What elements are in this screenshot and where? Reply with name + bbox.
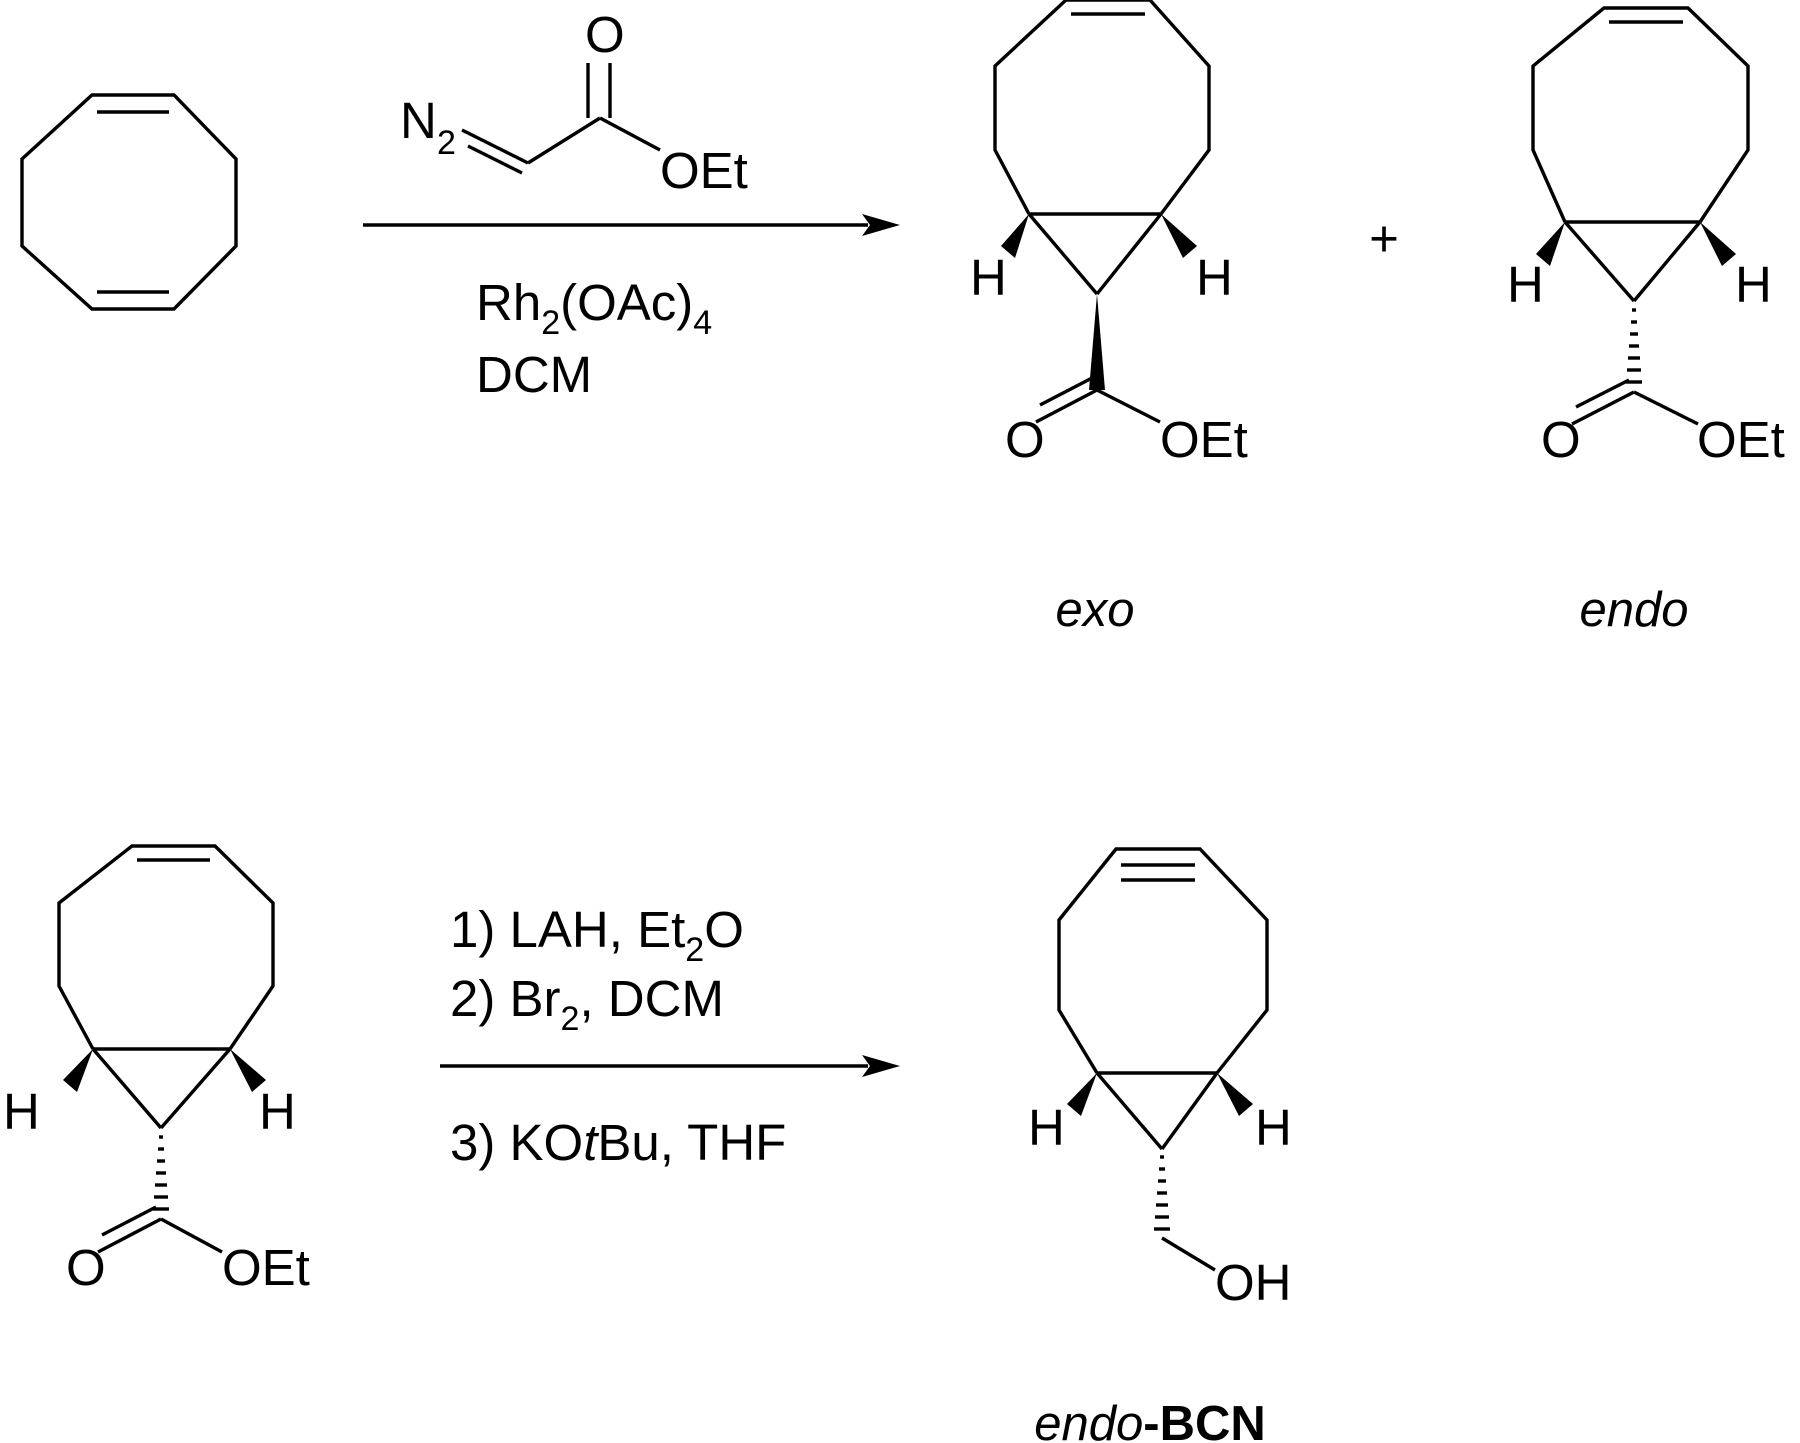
step-1-label: 1) LAH, Et2O [450, 901, 744, 969]
atom-O-carbonyl: O [585, 6, 625, 63]
subscript-N: 2 [437, 124, 456, 162]
exo-label: exo [1055, 583, 1134, 637]
ethyl-diazoacetate-reagent: N 2 O OEt [400, 6, 748, 199]
bcn-H-left: H [1028, 1099, 1065, 1156]
exo-OEt: OEt [1160, 411, 1248, 468]
exo-H-right: H [1196, 249, 1233, 306]
step-3-label: 3) KOtBu, THF [450, 1114, 786, 1171]
start-OEt: OEt [222, 1239, 310, 1296]
endo-hashed-bond [1626, 308, 1642, 384]
bcn-hashed-bond [1154, 1155, 1170, 1231]
endo-ester-molecule: H H O OEt [3, 844, 310, 1296]
bcn-OH: OH [1215, 1254, 1292, 1311]
exo-O-carbonyl: O [1005, 411, 1045, 468]
endo-label: endo [1579, 583, 1688, 637]
endo-bcn-molecule: H H OH [1028, 847, 1292, 1311]
endo-H-left: H [1507, 256, 1544, 313]
start-H-right: H [259, 1083, 296, 1140]
group-OEt: OEt [660, 142, 748, 199]
endo-H-right: H [1735, 256, 1772, 313]
endo-bcn-label: endo-BCN [1034, 1397, 1266, 1443]
endo-product-molecule: H H O OEt [1507, 6, 1785, 468]
exo-product-molecule: H H O OEt [970, 0, 1248, 468]
exo-H-left: H [970, 249, 1007, 306]
bcn-H-right: H [1255, 1099, 1292, 1156]
step-2-label: 2) Br2, DCM [450, 970, 724, 1038]
start-hashed-bond [153, 1135, 169, 1211]
start-H-left: H [3, 1083, 40, 1140]
endo-OEt: OEt [1697, 411, 1785, 468]
reaction-arrow-1 [363, 214, 900, 236]
endo-O-carbonyl: O [1541, 411, 1581, 468]
plus-sign: + [1369, 210, 1399, 267]
reaction-arrow-2 [440, 1055, 900, 1077]
atom-N: N [400, 92, 437, 149]
start-O-carbonyl: O [66, 1239, 106, 1296]
catalyst-label: Rh2(OAc)4 [476, 274, 712, 342]
cyclooctadiene-molecule [20, 93, 238, 311]
solvent-label: DCM [476, 346, 592, 403]
